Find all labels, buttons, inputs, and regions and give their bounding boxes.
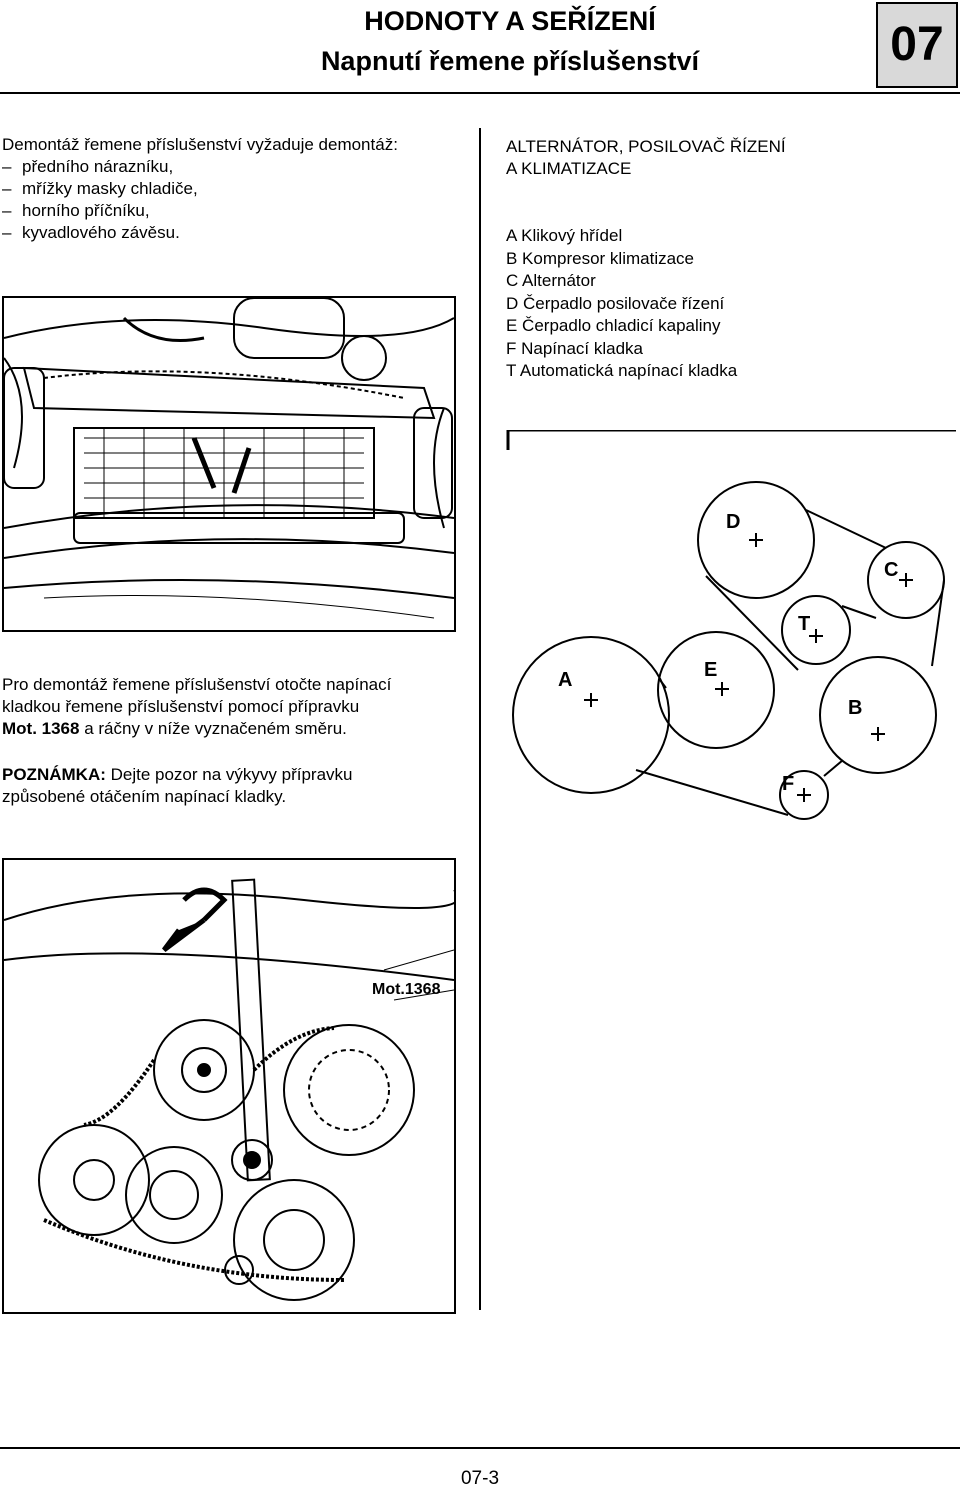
- tensioner-illustration: Mot.1368: [4, 878, 454, 1301]
- pulley-label-f: F: [782, 773, 794, 795]
- pulley-b-centre: [871, 727, 885, 741]
- column-divider: [479, 128, 481, 1310]
- instruction-line-1: Pro demontáž řemene příslušenství otočte…: [2, 675, 392, 694]
- list-item: horního příčníku,: [2, 200, 472, 222]
- pulley-label-a: A: [558, 669, 572, 691]
- pulley-t: [781, 595, 851, 665]
- chapter-badge: 07: [876, 2, 958, 88]
- belt-diagram-frame: D C T A E B F: [506, 430, 956, 1310]
- pulley-e-centre: [715, 682, 729, 696]
- pulley-label-d: D: [726, 511, 740, 533]
- tensioner-tool-figure: Mot.1368: [2, 858, 456, 1314]
- pulley-t-centre: [809, 629, 823, 643]
- note-label: POZNÁMKA:: [2, 765, 106, 784]
- page-number: 07-3: [460, 1468, 500, 1489]
- instruction-line-3-rest: a ráčny v níže vyznačeném směru.: [79, 719, 347, 738]
- tool-reference: Mot. 1368: [2, 719, 80, 738]
- legend-item-f: F Napínací kladka: [506, 338, 644, 358]
- belt-routing-diagram: D C T A E B F: [506, 430, 956, 820]
- section-heading-2: A KLIMATIZACE: [506, 159, 632, 178]
- instruction-line-3: Mot. 1368 a ráčny v níže vyznačeném směr…: [2, 718, 472, 740]
- pulley-d: [697, 481, 815, 599]
- front-bumper-figure: [2, 296, 456, 632]
- pulley-c-centre: [899, 573, 913, 587]
- removal-intro: Demontáž řemene příslušenství vyžaduje d…: [2, 135, 398, 154]
- pulley-label-e: E: [704, 659, 717, 681]
- pulley-f: [779, 770, 829, 820]
- legend-item-c: C Alternátor: [506, 271, 596, 290]
- pulley-d-centre: [749, 533, 763, 547]
- tool-label: Mot.1368: [372, 981, 441, 998]
- legend-item-b: B Kompresor klimatizace: [506, 248, 695, 268]
- pulley-label-c: C: [884, 559, 898, 581]
- page-subtitle: Napnutí řemene příslušenství: [320, 46, 700, 76]
- pulley-a: [512, 636, 670, 794]
- note-line-2: způsobené otáčením napínací kladky.: [2, 787, 287, 806]
- engine-bay-illustration: [4, 298, 454, 619]
- legend-item-e: E Čerpadlo chladicí kapaliny: [506, 316, 721, 335]
- pulley-label-b: B: [848, 697, 862, 719]
- page-title: HODNOTY A SEŘÍZENÍ: [364, 6, 656, 36]
- legend-item-a: A Klikový hřídel: [506, 226, 623, 245]
- list-item: mřížky masky chladiče,: [2, 178, 472, 200]
- pulley-f-centre: [797, 788, 811, 802]
- pulley-a-centre: [584, 693, 598, 707]
- instruction-line-2: kladkou řemene příslušenství pomocí příp…: [2, 697, 360, 716]
- legend-item-t: T Automatická napínací kladka: [506, 361, 738, 380]
- list-item: kyvadlového závěsu.: [2, 222, 472, 244]
- pulley-legend: A Klikový hřídel B Kompresor klimatizace…: [506, 225, 946, 383]
- note-line-1: POZNÁMKA: Dejte pozor na výkyvy přípravk…: [2, 764, 472, 786]
- header-divider: [0, 92, 960, 94]
- removal-list: předního nárazníku, mřížky masky chladič…: [2, 156, 472, 244]
- pulley-b: [819, 656, 937, 774]
- section-heading-1: ALTERNÁTOR, POSILOVAČ ŘÍZENÍ: [506, 137, 786, 156]
- note-text: Dejte pozor na výkyvy přípravku: [105, 765, 353, 784]
- pulley-label-t: T: [798, 613, 810, 635]
- footer-divider: [0, 1447, 960, 1449]
- legend-item-d: D Čerpadlo posilovače řízení: [506, 293, 725, 313]
- list-item: předního nárazníku,: [2, 156, 472, 178]
- pulley-e: [657, 631, 775, 749]
